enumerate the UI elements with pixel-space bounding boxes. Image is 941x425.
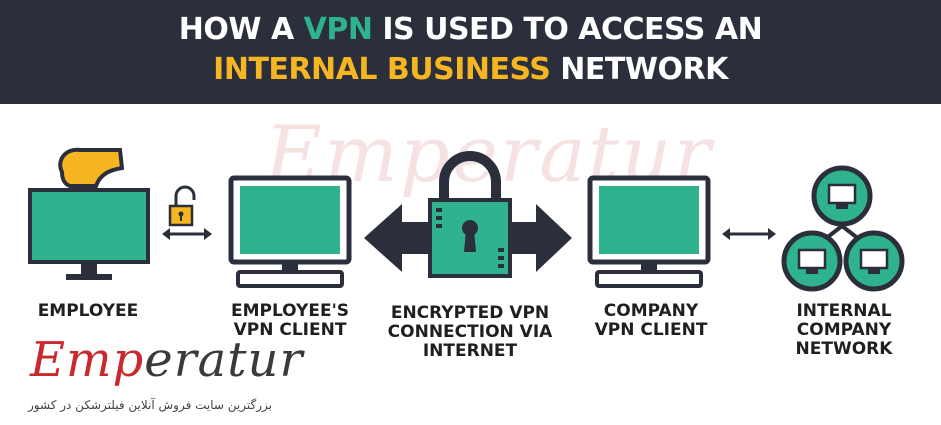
label-internal-network: INTERNAL COMPANY NETWORK [795, 301, 893, 359]
title-line-1: HOW A VPN IS USED TO ACCESS AN [178, 12, 763, 47]
label-employee-vpn-client: EMPLOYEE'S VPN CLIENT [230, 301, 350, 340]
title-internal-business-highlight: INTERNAL BUSINESS [213, 52, 551, 87]
employee-vpn-client-icon [228, 175, 352, 288]
watermark-tagline: بزرگترین سایت فروش آنلاین فیلترشکن در کش… [28, 398, 272, 412]
header-banner: HOW A VPN IS USED TO ACCESS AN INTERNAL … [0, 0, 941, 104]
employee-icon [28, 147, 150, 280]
internal-network-icon [781, 165, 905, 292]
title-line-2: INTERNAL BUSINESS NETWORK [213, 52, 728, 87]
label-company-vpn-client: COMPANY VPN CLIENT [594, 301, 708, 340]
open-padlock-icon [168, 185, 196, 227]
vpn-diagram [28, 147, 905, 292]
label-employee: EMPLOYEE [37, 301, 139, 321]
title-vpn-highlight: VPN [303, 12, 373, 47]
label-encrypted-connection: ENCRYPTED VPN CONNECTION VIA INTERNET [387, 303, 553, 361]
double-arrow-small-right [722, 228, 776, 240]
encrypted-tunnel-icon [364, 151, 572, 278]
company-vpn-client-icon [587, 175, 711, 288]
watermark-logo: Emperatur [30, 332, 304, 388]
double-arrow-small-left [162, 228, 212, 240]
